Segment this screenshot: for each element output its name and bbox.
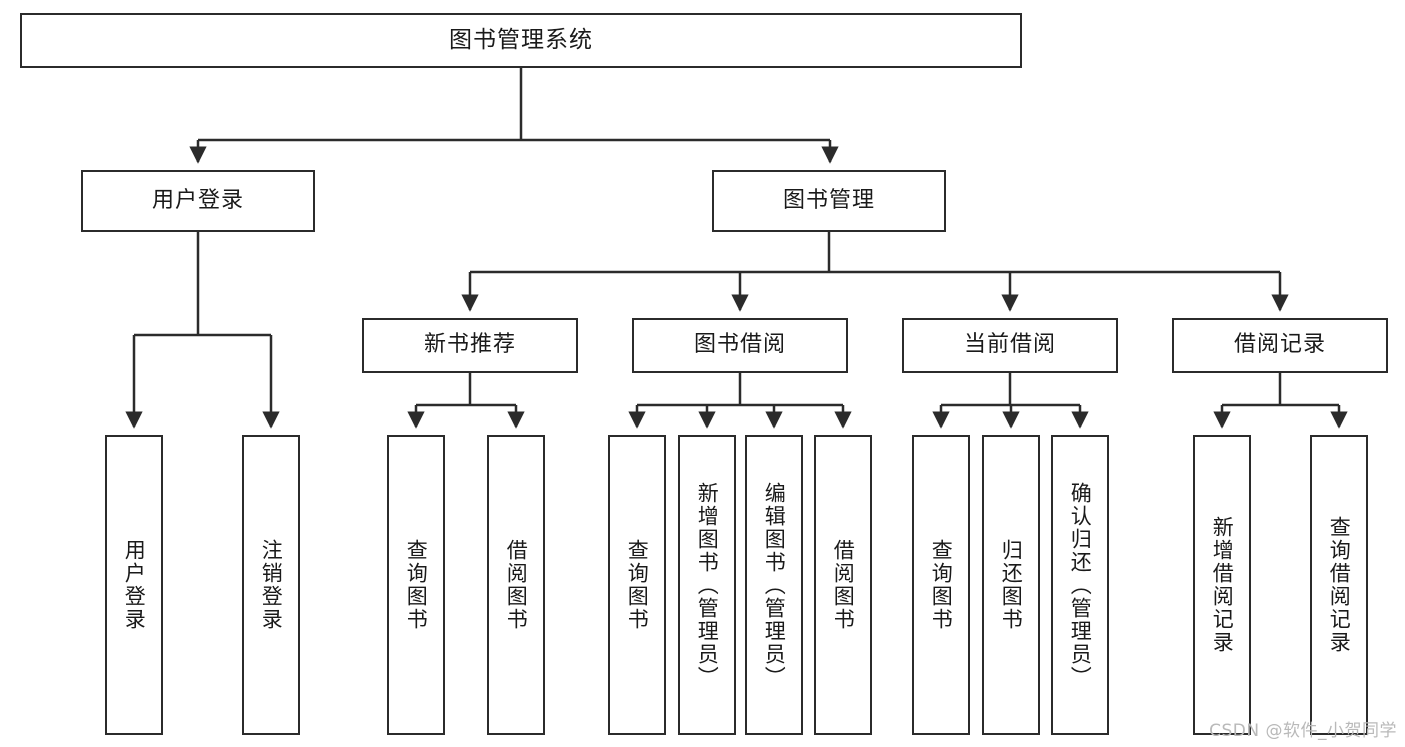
node-current-borrow[interactable]: 当前借阅 bbox=[902, 318, 1118, 373]
node-leaf-user-login-label: 用户登录 bbox=[122, 539, 147, 631]
node-leaf-user-logout-label: 注销登录 bbox=[259, 539, 284, 631]
node-leaf-add-book-label: 新增图书（管理员） bbox=[695, 481, 720, 689]
node-new-book-recommend[interactable]: 新书推荐 bbox=[362, 318, 578, 373]
node-borrow-record[interactable]: 借阅记录 bbox=[1172, 318, 1388, 373]
node-leaf-confirm-return[interactable]: 确认归还（管理员） bbox=[1051, 435, 1109, 735]
node-leaf-borrow-book-1-label: 借阅图书 bbox=[504, 539, 529, 631]
node-leaf-confirm-return-label: 确认归还（管理员） bbox=[1068, 481, 1093, 689]
node-leaf-borrow-book-1[interactable]: 借阅图书 bbox=[487, 435, 545, 735]
node-book-borrow-label: 图书借阅 bbox=[693, 332, 786, 358]
node-user-login-label: 用户登录 bbox=[151, 187, 244, 213]
node-leaf-query-book-3[interactable]: 查询图书 bbox=[912, 435, 970, 735]
node-leaf-query-book-2[interactable]: 查询图书 bbox=[608, 435, 666, 735]
node-leaf-query-book-2-label: 查询图书 bbox=[625, 539, 650, 631]
node-leaf-add-record-label: 新增借阅记录 bbox=[1210, 516, 1235, 654]
node-root-label: 图书管理系统 bbox=[449, 26, 593, 53]
node-book-manage-label: 图书管理 bbox=[782, 187, 875, 213]
node-user-login[interactable]: 用户登录 bbox=[81, 170, 315, 232]
node-borrow-record-label: 借阅记录 bbox=[1233, 332, 1326, 358]
node-leaf-edit-book-label: 编辑图书（管理员） bbox=[762, 481, 787, 689]
node-leaf-edit-book[interactable]: 编辑图书（管理员） bbox=[745, 435, 803, 735]
node-leaf-return-book-label: 归还图书 bbox=[999, 539, 1024, 631]
node-book-manage[interactable]: 图书管理 bbox=[712, 170, 946, 232]
node-leaf-user-logout[interactable]: 注销登录 bbox=[242, 435, 300, 735]
node-leaf-query-book-1[interactable]: 查询图书 bbox=[387, 435, 445, 735]
node-leaf-query-book-1-label: 查询图书 bbox=[404, 539, 429, 631]
node-leaf-query-record[interactable]: 查询借阅记录 bbox=[1310, 435, 1368, 735]
node-current-borrow-label: 当前借阅 bbox=[963, 332, 1056, 358]
node-leaf-add-book[interactable]: 新增图书（管理员） bbox=[678, 435, 736, 735]
node-book-borrow[interactable]: 图书借阅 bbox=[632, 318, 848, 373]
node-leaf-query-book-3-label: 查询图书 bbox=[929, 539, 954, 631]
node-leaf-borrow-book-2-label: 借阅图书 bbox=[831, 539, 856, 631]
node-leaf-borrow-book-2[interactable]: 借阅图书 bbox=[814, 435, 872, 735]
node-leaf-return-book[interactable]: 归还图书 bbox=[982, 435, 1040, 735]
node-leaf-query-record-label: 查询借阅记录 bbox=[1327, 516, 1352, 654]
node-root[interactable]: 图书管理系统 bbox=[20, 13, 1022, 68]
node-leaf-add-record[interactable]: 新增借阅记录 bbox=[1193, 435, 1251, 735]
node-leaf-user-login[interactable]: 用户登录 bbox=[105, 435, 163, 735]
node-new-book-recommend-label: 新书推荐 bbox=[423, 332, 516, 358]
